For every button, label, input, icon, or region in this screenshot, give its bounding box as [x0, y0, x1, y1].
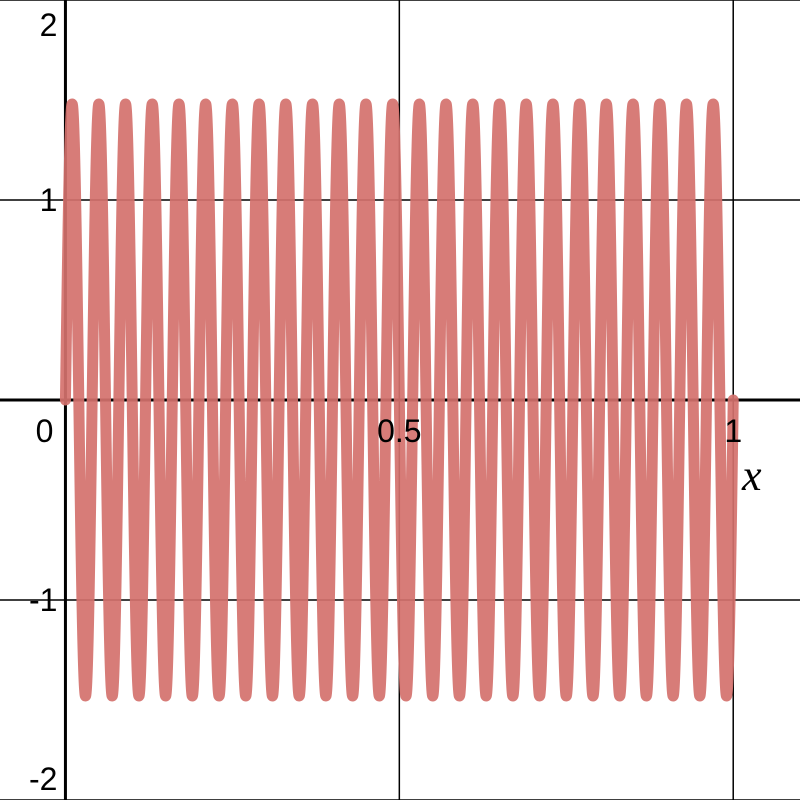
y-tick-label: 1 [40, 182, 58, 218]
y-tick-label: 2 [40, 7, 58, 43]
origin-tick-label: 0 [36, 413, 54, 449]
y-tick-label: -2 [29, 761, 57, 797]
x-tick-label: 1 [724, 413, 742, 449]
series-line [59, 98, 739, 702]
tick-labels: 0.5 1 2 1 -1 -2 [29, 7, 742, 797]
y-tick-label: -1 [29, 582, 57, 618]
x-tick-label: 0.5 [377, 413, 421, 449]
series-curve-layer [59, 98, 739, 702]
x-axis-label: x [741, 451, 762, 500]
